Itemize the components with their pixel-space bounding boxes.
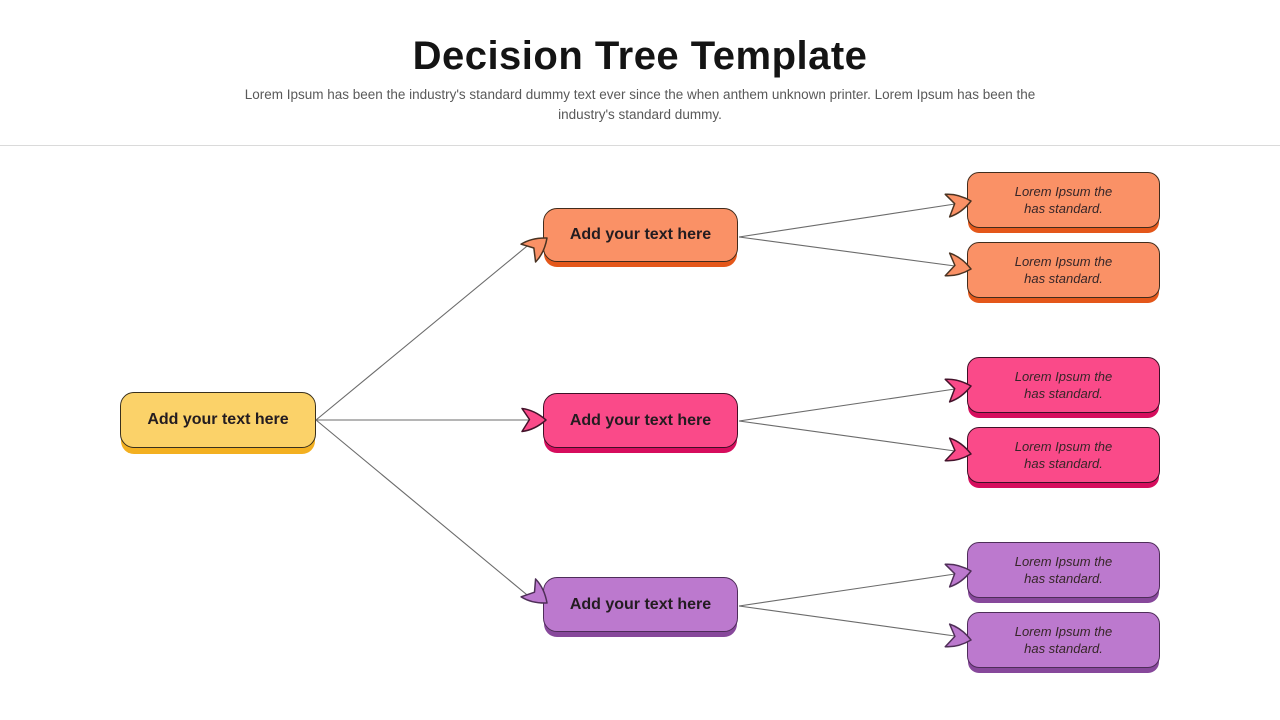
root-node-label: Add your text here bbox=[147, 411, 289, 428]
root-node[interactable]: Add your text here bbox=[120, 392, 316, 448]
page-title: Decision Tree Template bbox=[412, 34, 868, 78]
leaf-text-line: has standard. bbox=[1024, 386, 1103, 401]
leaf-text-line: Lorem Ipsum the bbox=[1014, 183, 1113, 199]
leaf-text-line: Lorem Ipsum the bbox=[1014, 438, 1113, 454]
branch-node-pink[interactable]: Add your text here bbox=[543, 393, 738, 448]
leaf-node-orange-2[interactable]: Lorem Ipsum the has standard. bbox=[967, 242, 1160, 298]
leaf-text-line: has standard. bbox=[1024, 201, 1103, 216]
leaf-text-line: Lorem Ipsum the bbox=[1014, 553, 1113, 569]
connector-line bbox=[738, 605, 956, 637]
leaf-text-line: has standard. bbox=[1024, 641, 1103, 656]
header-divider bbox=[0, 145, 1280, 146]
leaf-node-pink-1[interactable]: Lorem Ipsum the has standard. bbox=[967, 357, 1160, 413]
branch-node-purple[interactable]: Add your text here bbox=[543, 577, 738, 632]
leaf-text-line: Lorem Ipsum the bbox=[1014, 623, 1113, 639]
connector-line bbox=[315, 419, 533, 600]
page-subtitle: Lorem Ipsum has been the industry's stan… bbox=[244, 87, 1036, 122]
leaf-text-line: has standard. bbox=[1024, 271, 1103, 286]
branch-node-label: Add your text here bbox=[569, 226, 712, 243]
header: Decision Tree Template Lorem Ipsum has b… bbox=[0, 0, 1280, 145]
branch-node-orange[interactable]: Add your text here bbox=[543, 208, 738, 262]
leaf-node-pink-2[interactable]: Lorem Ipsum the has standard. bbox=[967, 427, 1160, 483]
connector-line bbox=[738, 203, 956, 238]
leaf-node-orange-1[interactable]: Lorem Ipsum the has standard. bbox=[967, 172, 1160, 228]
connector-line bbox=[738, 420, 956, 452]
branch-node-label: Add your text here bbox=[569, 595, 712, 613]
connector-line bbox=[315, 241, 533, 421]
connector-line bbox=[738, 573, 956, 607]
leaf-node-purple-2[interactable]: Lorem Ipsum the has standard. bbox=[967, 612, 1160, 668]
branch-node-label: Add your text here bbox=[569, 411, 712, 429]
leaf-text-line: Lorem Ipsum the bbox=[1014, 253, 1113, 269]
leaf-text-line: has standard. bbox=[1024, 456, 1103, 471]
leaf-text-line: has standard. bbox=[1024, 571, 1103, 586]
connector-line bbox=[738, 236, 956, 267]
leaf-text-line: Lorem Ipsum the bbox=[1014, 368, 1113, 384]
leaf-node-purple-1[interactable]: Lorem Ipsum the has standard. bbox=[967, 542, 1160, 598]
connector-line bbox=[738, 388, 956, 422]
